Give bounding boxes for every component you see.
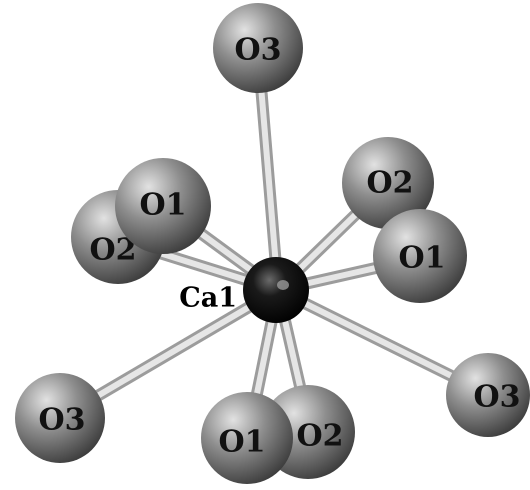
atom-o3-right <box>446 353 530 437</box>
atom-o2-upper-right <box>342 137 434 229</box>
atom-label-ca1: Ca1 <box>179 283 237 314</box>
atom-ca1-center <box>243 257 309 323</box>
atom-label-o1-upper-left: O1 <box>139 188 186 223</box>
atom-label-o1-right: O1 <box>398 241 445 276</box>
atom-label-o3-right: O3 <box>473 380 520 415</box>
atom-o3-top <box>213 3 303 93</box>
atom-label-o2-bottom: O2 <box>296 419 343 454</box>
atom-o1-bottom <box>201 392 293 484</box>
atom-label-o3-left: O3 <box>38 403 85 438</box>
atom-o3-left <box>15 373 105 463</box>
atom-label-o3-top: O3 <box>234 33 281 68</box>
atom-label-o2-upper-right: O2 <box>366 166 413 201</box>
atom-o1-right <box>373 209 467 303</box>
atoms-layer: O2 O1 O3 O2 O1 O3 O3 O2 O1 Ca1 <box>15 3 530 484</box>
atom-label-o1-bottom: O1 <box>218 425 265 460</box>
atom-ca1-highlight <box>277 280 289 290</box>
atom-o1-upper-left <box>115 158 211 254</box>
